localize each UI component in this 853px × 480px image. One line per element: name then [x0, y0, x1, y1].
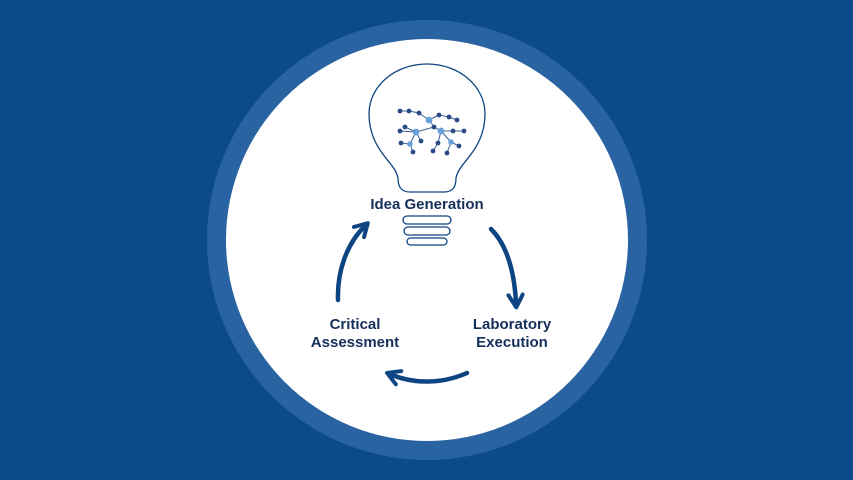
- stage-laboratory-execution: Laboratory Execution: [452, 316, 572, 352]
- stage-laboratory-execution-line-2: Execution: [476, 334, 548, 351]
- stage-idea-generation: Idea Generation: [347, 196, 507, 214]
- lightbulb-icon: [368, 63, 486, 246]
- arrow-lab-to-critical: [392, 373, 470, 382]
- stage-idea-generation-line-1: Idea Generation: [370, 196, 484, 213]
- inner-circle: [226, 39, 628, 441]
- stage-laboratory-execution-line-1: Laboratory: [472, 316, 552, 333]
- stage-critical-assessment-line-2: Assessment: [310, 334, 400, 351]
- stage-critical-assessment-line-1: Critical: [329, 316, 381, 333]
- arrow-idea-to-lab: [488, 226, 516, 302]
- arrow-critical-to-idea: [335, 227, 364, 303]
- molecule-network-icon: [397, 108, 467, 156]
- stage-critical-assessment: Critical Assessment: [290, 316, 420, 352]
